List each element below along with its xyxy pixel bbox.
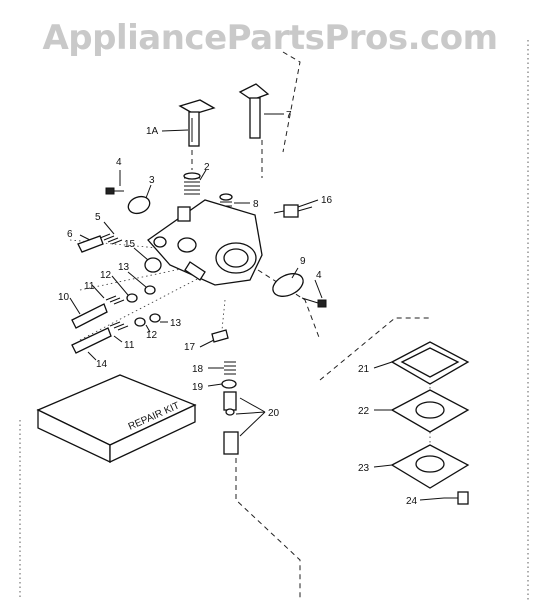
callout-16: 16	[321, 195, 333, 206]
cover-part-23	[390, 444, 470, 489]
spring-part-2	[183, 172, 201, 195]
carburetor-body	[147, 199, 263, 286]
throttle-shaft-part-1a	[178, 99, 216, 147]
plug-part-15	[144, 257, 162, 273]
callout-19: 19	[192, 382, 204, 393]
screw-part-4-right	[301, 297, 327, 308]
choke-shaft-part-7	[238, 83, 270, 139]
callout-6: 6	[67, 229, 73, 240]
inlet-parts-18-19-20	[221, 361, 239, 455]
callout-5: 5	[95, 212, 101, 223]
callout-2: 2	[204, 162, 210, 173]
plug-part-17	[211, 329, 229, 343]
callout-14: 14	[96, 359, 108, 370]
callout-3: 3	[149, 175, 155, 186]
idle-screw-parts-5-6	[77, 233, 123, 253]
callout-12-lower: 12	[146, 330, 158, 341]
callout-21: 21	[358, 364, 370, 375]
callout-13-lower: 13	[170, 318, 182, 329]
callout-11-upper: 11	[84, 281, 95, 292]
callout-7: 7	[286, 110, 292, 121]
callout-20: 20	[268, 408, 280, 419]
diaphragm-part-22	[390, 389, 470, 433]
leader-lines	[69, 113, 445, 501]
gasket-part-21	[390, 341, 470, 385]
callout-13-upper: 13	[118, 262, 130, 273]
callout-8: 8	[253, 199, 259, 210]
needle-assembly-upper	[71, 285, 156, 329]
repair-kit-box: REPAIR KIT	[36, 374, 197, 464]
callout-24: 24	[406, 496, 418, 507]
callout-labels: 1A 7 2 3 4 8 16 5 6 15 13 12 9 4 10 11 1…	[58, 110, 418, 507]
callout-12-upper: 12	[100, 270, 112, 281]
guide-lines	[19, 40, 529, 600]
callout-10: 10	[58, 292, 70, 303]
screw-part-4-top	[105, 187, 124, 195]
callout-11-lower: 11	[124, 340, 135, 351]
callout-23: 23	[358, 463, 370, 474]
callout-15: 15	[124, 239, 136, 250]
callout-9: 9	[300, 256, 306, 267]
screw-part-24	[444, 491, 469, 505]
fitting-part-16	[273, 204, 313, 218]
callout-1a: 1A	[146, 126, 159, 137]
callout-22: 22	[358, 406, 370, 417]
choke-plate-part-9	[272, 273, 304, 297]
callout-4-right: 4	[316, 270, 322, 281]
callout-17: 17	[184, 342, 196, 353]
needle-assembly-lower	[71, 313, 161, 354]
throttle-plate-part-3	[127, 195, 151, 215]
spring-part-8	[219, 193, 233, 211]
callout-18: 18	[192, 364, 204, 375]
callout-4-top: 4	[116, 157, 122, 168]
